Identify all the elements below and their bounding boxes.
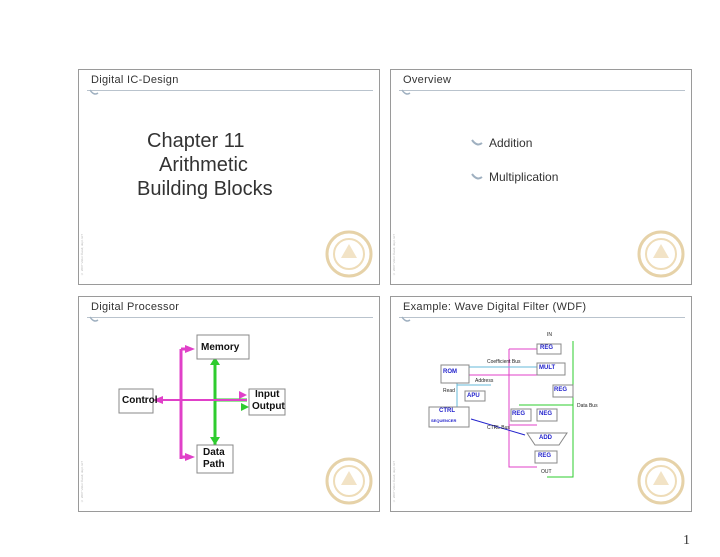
title-rule [87,317,373,318]
ornament-icon [401,89,411,95]
bullet-item: Addition [471,136,532,150]
mult-block [536,362,566,376]
bullet-item: Multiplication [471,170,558,184]
adder-shape [526,432,568,446]
reg-mid-label: REG [554,387,568,393]
slide-title: Overview [403,74,452,86]
slide-2: Overview Addition Multiplication © 2007 … [390,69,692,285]
address-label: Address [475,378,494,384]
datapath-label-1: Data [203,447,225,458]
copyright-text: © 2007 Viktor Öwall, dept. EIT [80,233,84,276]
slide-title: Digital Processor [91,301,180,313]
slide-title: Digital IC-Design [91,74,179,86]
arrow-to-io-green [241,403,249,411]
read-label: Read [443,388,455,394]
datapath-label-2: Path [203,459,225,470]
copyright-text: © 2007 Viktor Öwall, dept. EIT [392,460,396,503]
page-number: 1 [683,533,690,548]
sequencer-label: SEQUENCER [431,418,457,423]
memory-label: Memory [201,342,240,353]
io-block [248,388,286,416]
ornament-icon [89,316,99,322]
neg-label: NEG [539,411,553,417]
chapter-line-3: Building Blocks [137,178,273,200]
arrow-to-control [153,396,163,404]
slide-title: Example: Wave Digital Filter (WDF) [403,301,587,313]
io-label-input: Input [255,389,280,400]
coef-bus-label: Coefficient Bus [487,359,521,365]
reg-mid-block [552,384,574,398]
reg-left-label: REG [512,411,526,417]
control-block [118,388,154,414]
copyright-text: © 2007 Viktor Öwall, dept. EIT [392,233,396,276]
memory-block [196,334,250,360]
slide-1: Digital IC-Design Chapter 11 Arithmetic … [78,69,380,285]
university-seal-icon [325,230,373,278]
apu-block [464,390,486,402]
rom-block [440,364,470,384]
processor-diagram [118,334,286,474]
university-seal-icon [325,457,373,505]
arrow-up-memory [210,357,220,365]
title-rule [87,90,373,91]
university-seal-icon [637,457,685,505]
copyright-text: © 2007 Viktor Öwall, dept. EIT [80,460,84,503]
wdf-diagram [428,341,574,478]
datapath-block [196,444,234,474]
ctrl-label: CTRL [439,408,455,414]
slide-3: Digital Processor Memory Control Input O… [78,296,380,512]
control-label: Control [122,395,158,406]
slide-4: Example: Wave Digital Filter (WDF) IN RE… [390,296,692,512]
apu-label: APU [467,393,480,399]
magenta-path [508,349,537,468]
reg-top-block [536,343,562,355]
in-label: IN [547,332,552,338]
bullet-icon [471,139,483,146]
title-rule [399,317,685,318]
bullet-icon [471,173,483,180]
ornament-icon [89,89,99,95]
bullet-text: Addition [489,136,533,150]
reg-top-label: REG [540,345,554,351]
reg-bottom-block [534,450,558,464]
blue-ctrl-bus [470,418,526,436]
bullet-text: Multiplication [489,170,559,184]
rom-label: ROM [443,369,457,375]
reg-left-block [510,408,532,422]
chapter-line-1: Chapter 11 [147,130,245,152]
arrow-to-io [239,391,247,399]
arrow-to-datapath [185,453,195,461]
io-label-output: Output [252,401,285,412]
ctrl-bus-label: CTRL Bus [487,425,510,431]
data-bus-label: Data Bus [577,403,598,409]
mult-label: MULT [539,365,556,371]
add-label: ADD [539,435,552,441]
ctrl-block [428,406,470,428]
university-seal-icon [637,230,685,278]
arrow-to-memory [185,345,195,353]
reg-bottom-label: REG [538,453,552,459]
neg-block [536,408,558,422]
out-label: OUT [541,469,552,475]
title-rule [399,90,685,91]
chapter-line-2: Arithmetic [159,154,248,176]
ornament-icon [401,316,411,322]
arrow-down-datapath [210,437,220,445]
